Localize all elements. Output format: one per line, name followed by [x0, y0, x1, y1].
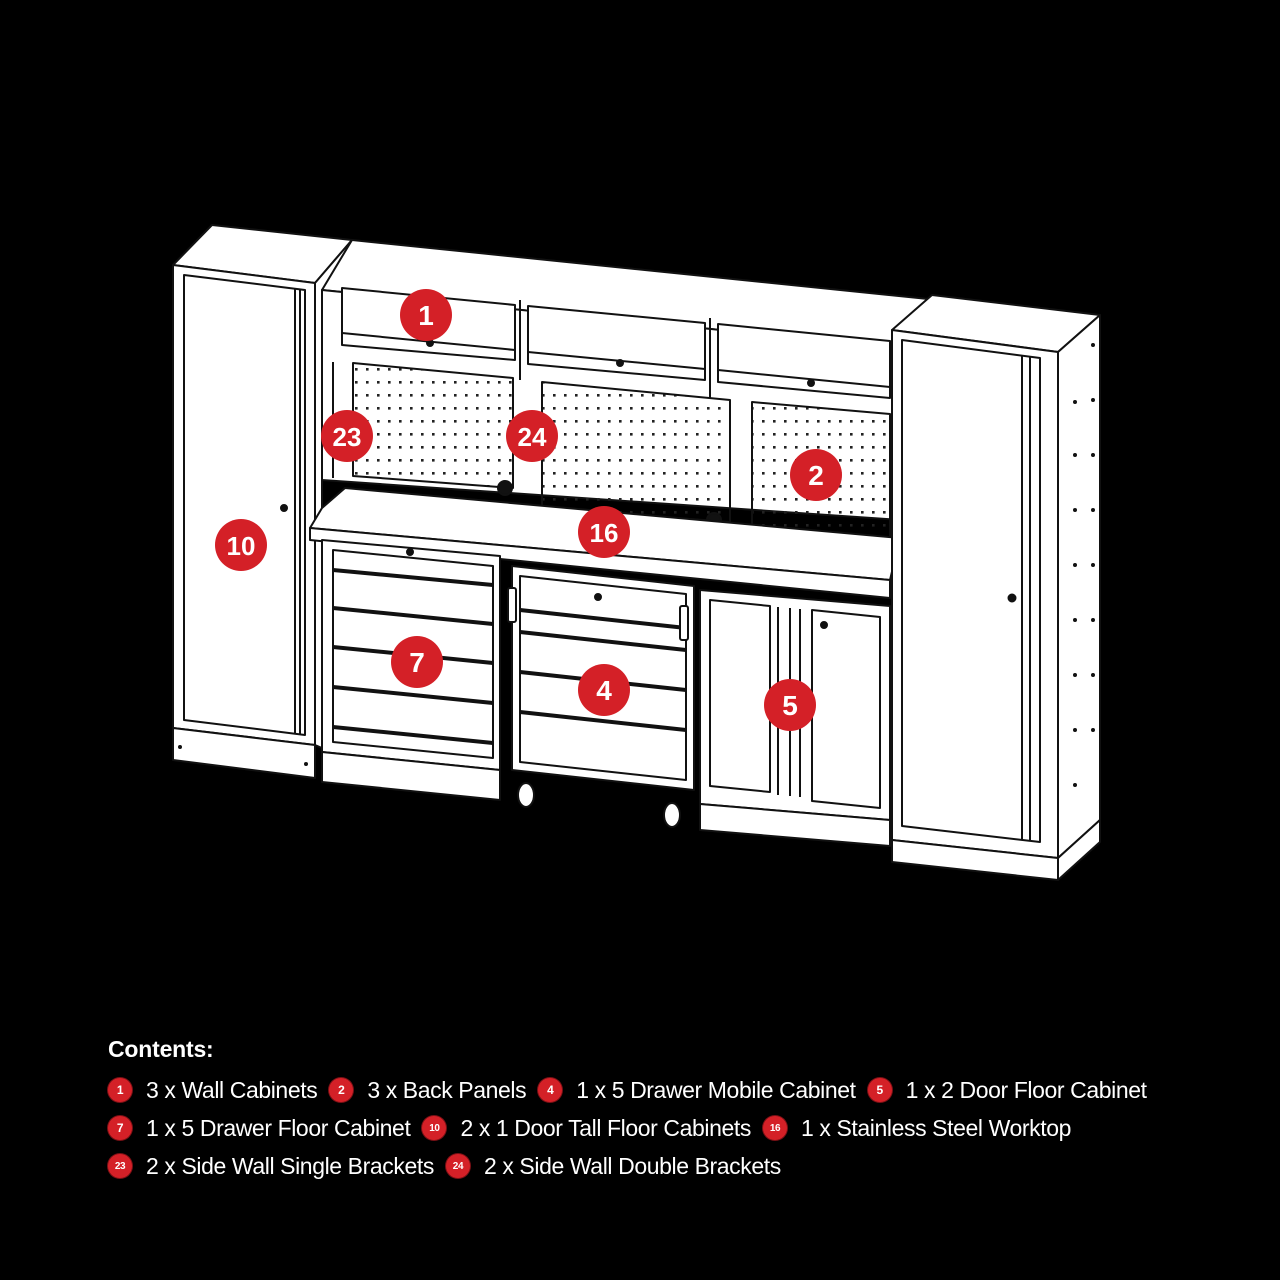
contents-item: 7 1 x 5 Drawer Floor Cabinet — [108, 1114, 411, 1142]
contents-title: Contents: — [108, 1036, 214, 1062]
item-text: 1 x 2 Door Floor Cabinet — [905, 1076, 1147, 1103]
svg-text:1: 1 — [418, 300, 434, 331]
cabinet-system-diagram: 1 2 4 5 7 10 16 23 24 — [172, 224, 1101, 881]
callout-1: 1 — [400, 289, 452, 341]
item-text: 1 x Stainless Steel Worktop — [801, 1114, 1072, 1141]
callout-2: 2 — [790, 449, 842, 501]
svg-text:2: 2 — [808, 460, 824, 491]
item-text: 2 x 1 Door Tall Floor Cabinets — [460, 1114, 751, 1141]
item-text: 1 x 5 Drawer Floor Cabinet — [146, 1114, 411, 1141]
callout-7: 7 — [391, 636, 443, 688]
number-badge-icon: 10 — [422, 1116, 447, 1140]
number-badge-icon: 2 — [329, 1078, 354, 1102]
svg-text:5: 5 — [782, 690, 798, 721]
contents-item: 2 3 x Back Panels — [329, 1076, 527, 1104]
contents-item: 16 1 x Stainless Steel Worktop — [763, 1115, 1071, 1142]
contents-item: 24 2 x Side Wall Double Brackets — [445, 1152, 781, 1180]
number-badge-icon: 24 — [445, 1154, 470, 1178]
door-floor-cabinet — [699, 589, 891, 847]
svg-text:23: 23 — [333, 422, 362, 452]
callout-23: 23 — [321, 410, 373, 462]
contents-item: 10 2 x 1 Door Tall Floor Cabinets — [422, 1115, 751, 1142]
number-badge-icon: 7 — [108, 1116, 132, 1140]
tall-cabinet-left — [172, 224, 353, 779]
number-badge-icon: 23 — [108, 1154, 132, 1178]
contents-row: 23 2 x Side Wall Single Brackets 24 2 x Si… — [108, 1147, 1258, 1185]
contents-item: 5 1 x 2 Door Floor Cabinet — [867, 1076, 1147, 1104]
svg-text:24: 24 — [518, 422, 547, 452]
contents-list: Contents: 1 3 x Wall Cabinets 2 3 x Back P… — [108, 1036, 1258, 1185]
svg-text:7: 7 — [409, 647, 425, 678]
number-badge-icon: 16 — [763, 1116, 787, 1140]
item-text: 3 x Back Panels — [367, 1076, 527, 1103]
callout-4: 4 — [578, 664, 630, 716]
item-text: 1 x 5 Drawer Mobile Cabinet — [576, 1076, 856, 1103]
svg-text:10: 10 — [227, 531, 256, 561]
contents-item: 1 3 x Wall Cabinets — [108, 1076, 318, 1104]
number-badge-icon: 4 — [538, 1078, 563, 1102]
number-badge-icon: 5 — [867, 1078, 892, 1102]
contents-row: 1 3 x Wall Cabinets 2 3 x Back Panels 4 1 x… — [108, 1071, 1258, 1109]
callout-16: 16 — [578, 506, 630, 558]
contents-row: 7 1 x 5 Drawer Floor Cabinet 10 2 x 1 Door… — [108, 1109, 1258, 1147]
tall-cabinet-right — [891, 294, 1101, 881]
callout-badges: 1 2 4 5 7 10 16 23 24 — [215, 289, 842, 731]
contents-item: 4 1 x 5 Drawer Mobile Cabinet — [538, 1076, 856, 1104]
contents-item: 23 2 x Side Wall Single Brackets — [108, 1153, 434, 1180]
svg-text:16: 16 — [590, 518, 619, 548]
item-text: 3 x Wall Cabinets — [146, 1076, 318, 1103]
item-text: 2 x Side Wall Single Brackets — [146, 1152, 434, 1179]
svg-text:4: 4 — [596, 675, 612, 706]
callout-24: 24 — [506, 410, 558, 462]
item-text: 2 x Side Wall Double Brackets — [483, 1152, 781, 1179]
callout-5: 5 — [764, 679, 816, 731]
callout-10: 10 — [215, 519, 267, 571]
number-badge-icon: 1 — [108, 1078, 132, 1102]
